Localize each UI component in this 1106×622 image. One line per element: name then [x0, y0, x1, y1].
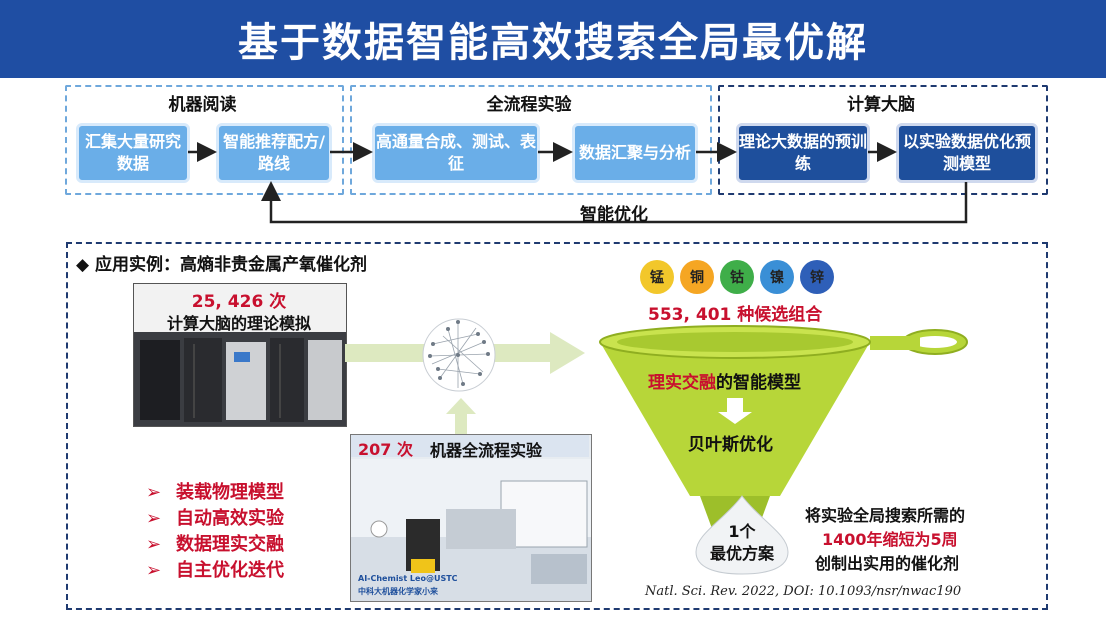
- supercomputer-image: [133, 283, 347, 427]
- sim-label: 计算大脑的理论模拟: [166, 314, 311, 333]
- feedback-label: 智能优化: [580, 205, 648, 225]
- model-label: 理实交融的智能模型: [648, 368, 801, 393]
- step-pretraining: 理论大数据的预训练: [736, 123, 870, 183]
- result-line-3: 创制出实用的催化剂: [815, 554, 960, 573]
- page-title: 基于数据智能高效搜索全局最优解: [0, 0, 1106, 78]
- example-heading: ◆ 应用实例：高熵非贵金属产氧催化剂: [76, 255, 367, 275]
- model-label-rest: 的智能模型: [716, 373, 801, 393]
- network-graphic: [422, 318, 496, 392]
- feature-item: ➢自动高效实验: [146, 508, 284, 529]
- element-zn: 锌: [800, 260, 834, 294]
- optimum-label: 最优方案: [709, 544, 774, 563]
- exp-label: 机器全流程实验: [430, 441, 543, 460]
- group-title-brain: 计算大脑: [847, 95, 915, 115]
- optimum-count: 1个: [728, 522, 756, 541]
- result-line-2: 1400年缩短为5周: [822, 530, 958, 549]
- lab-arrow: [446, 398, 476, 434]
- funnel-graphic: [599, 325, 968, 534]
- group-computing-brain: [718, 85, 1048, 195]
- optimum-droplet: [695, 495, 789, 575]
- step-data-analysis: 数据汇聚与分析: [572, 123, 698, 183]
- robot-caption-en: AI-Chemist Leo@USTC: [358, 574, 458, 583]
- step-optimize-model: 以实验数据优化预测模型: [896, 123, 1038, 183]
- feature-item: ➢数据理实交融: [146, 534, 284, 555]
- element-mn: 锰: [640, 260, 674, 294]
- flow-arrows: [188, 142, 968, 224]
- lab-header-strip: [351, 435, 589, 457]
- exp-count: 207 次: [358, 440, 413, 459]
- group-title-reading: 机器阅读: [168, 95, 237, 115]
- feature-item: ➢装载物理模型: [146, 482, 284, 503]
- group-full-workflow: [350, 85, 712, 195]
- result-line-1: 将实验全局搜索所需的: [805, 506, 966, 525]
- candidate-count: 553, 401 种候选组合: [648, 305, 823, 325]
- element-ni: 镍: [760, 260, 794, 294]
- model-label-highlight: 理实交融: [648, 373, 716, 393]
- element-cu: 铜: [680, 260, 714, 294]
- step-collect-data: 汇集大量研究数据: [76, 123, 190, 183]
- bayes-label: 贝叶斯优化: [688, 435, 773, 455]
- group-machine-reading: [65, 85, 344, 195]
- sim-count: 25, 426 次: [191, 292, 287, 312]
- lab-image: [350, 434, 592, 602]
- citation: Natl. Sci. Rev. 2022, DOI: 10.1093/nsr/n…: [645, 584, 962, 599]
- robot-caption-cn: 中科大机器化学家小来: [358, 587, 438, 596]
- feature-item: ➢自主优化迭代: [146, 560, 284, 581]
- group-title-workflow: 全流程实验: [486, 95, 572, 115]
- example-panel: [66, 242, 1048, 610]
- element-co: 钴: [720, 260, 754, 294]
- step-high-throughput: 高通量合成、测试、表征: [372, 123, 540, 183]
- feature-list: ➢装载物理模型 ➢自动高效实验 ➢数据理实交融 ➢自主优化迭代: [146, 478, 284, 582]
